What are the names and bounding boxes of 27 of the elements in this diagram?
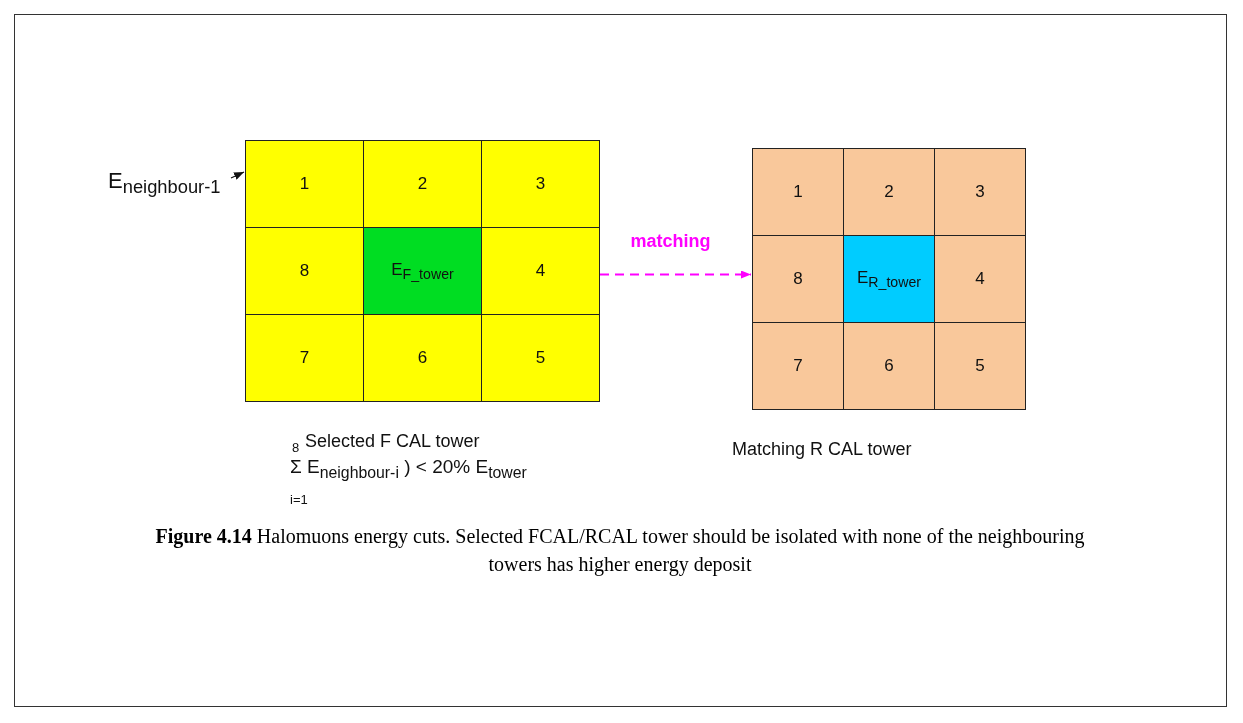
center-tower-cell: E$_{F_tower}$ bbox=[363, 227, 482, 315]
center-tower-cell: E$_{R_tower}$ bbox=[843, 235, 935, 323]
tower-cell: 6 bbox=[843, 322, 935, 410]
tower-cell: 1 bbox=[752, 148, 844, 236]
tower-cell: 3 bbox=[481, 140, 600, 228]
tower-cell: 1 bbox=[245, 140, 364, 228]
tower-cell: 5 bbox=[934, 322, 1026, 410]
figure-caption: Figure 4.14 Halomuons energy cuts. Selected FCAL/RCAL tower should be isolated with none of the neighbouring towers has higher energy deposit bbox=[154, 524, 1086, 578]
grid-caption: Selected F CAL tower bbox=[305, 431, 480, 452]
tower-cell: 3 bbox=[934, 148, 1026, 236]
sum-upper-limit: 8 bbox=[292, 440, 300, 455]
tower-cell: 7 bbox=[245, 314, 364, 402]
tower-cell: 8 bbox=[752, 235, 844, 323]
leader-arrow bbox=[230, 171, 245, 180]
tower-cell: 4 bbox=[481, 227, 600, 315]
tower-cell: 2 bbox=[843, 148, 935, 236]
tower-cell: 2 bbox=[363, 140, 482, 228]
grid-caption: Matching R CAL tower bbox=[732, 439, 912, 460]
tower-cell: 7 bbox=[752, 322, 844, 410]
sum-lower-limit: i=1 bbox=[290, 492, 308, 507]
dashed-arrow bbox=[599, 270, 752, 279]
tower-cell: 5 bbox=[481, 314, 600, 402]
isolation-formula: Σ E$_{neighbour-i}$ ) < 20% E$_{tower}$ bbox=[290, 456, 527, 482]
tower-cell: 4 bbox=[934, 235, 1026, 323]
tower-cell: 6 bbox=[363, 314, 482, 402]
energy-label: E$_{neighbour-1}$ bbox=[108, 168, 221, 199]
tower-cell: 8 bbox=[245, 227, 364, 315]
